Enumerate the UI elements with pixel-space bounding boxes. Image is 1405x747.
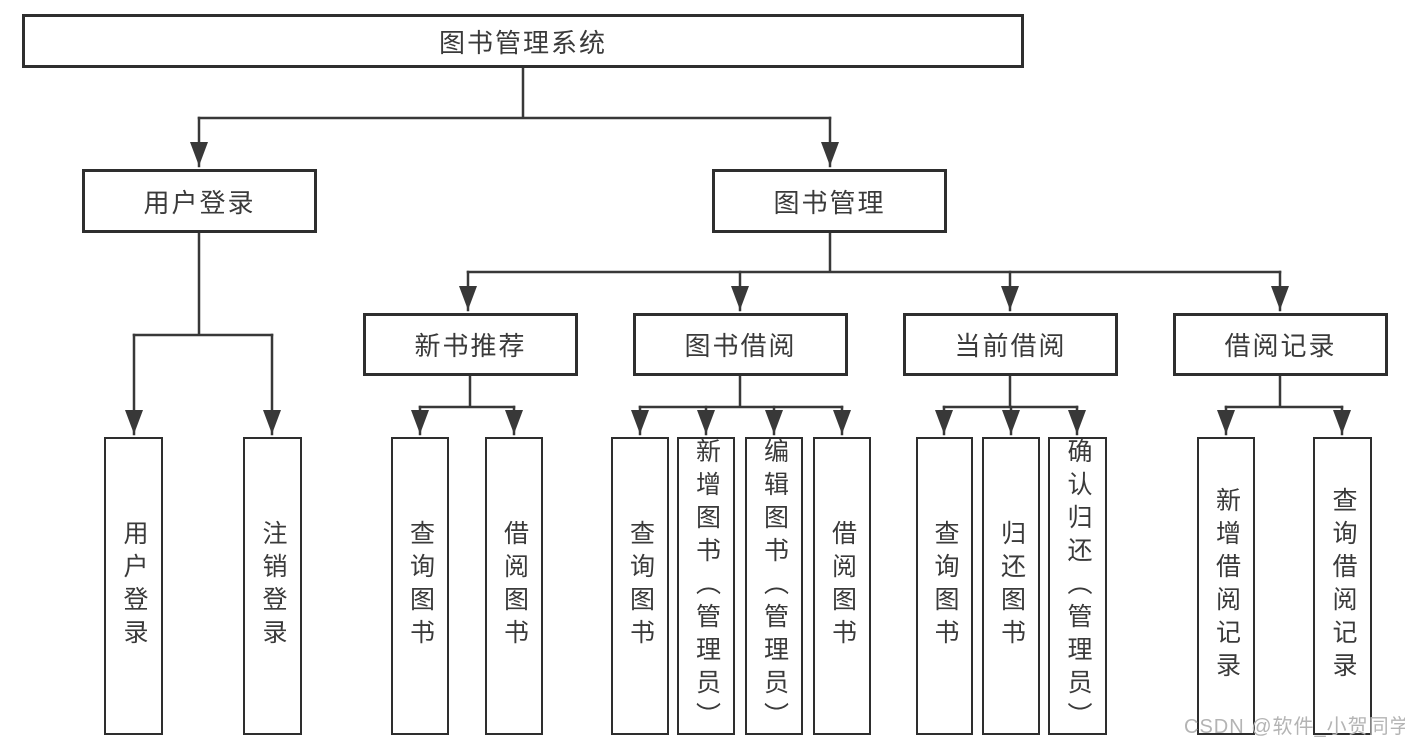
node-label: 新增借阅记录 [1212,487,1241,685]
node-current-borrowing: 当前借阅 [903,313,1118,376]
leaf-borrow-books-recommendation: 借阅图书 [485,437,543,735]
node-book-borrowing: 图书借阅 [633,313,848,376]
node-label: 查询借阅记录 [1329,487,1357,685]
node-label: 图书借阅 [684,331,797,361]
node-label: 查询图书 [406,520,435,652]
node-label: 用户登录 [143,187,256,218]
node-label: 编辑图书（管理员） [760,437,789,735]
node-label: 注销登录 [259,520,287,652]
leaf-edit-book-admin: 编辑图书（管理员） [745,437,803,735]
node-label: 新书推荐 [414,331,527,361]
leaf-user-login: 用户登录 [104,437,163,735]
node-borrowing-records: 借阅记录 [1173,313,1388,376]
node-book-management: 图书管理 [712,169,947,233]
leaf-query-books-recommendation: 查询图书 [391,437,449,735]
node-label: 用户登录 [120,520,148,652]
leaf-query-books-borrowing: 查询图书 [611,437,669,735]
node-label: 借阅记录 [1224,331,1337,361]
node-label: 借阅图书 [828,520,857,652]
leaf-add-borrow-record: 新增借阅记录 [1197,437,1255,735]
leaf-borrow-books-borrowing: 借阅图书 [813,437,871,735]
node-label: 图书管理 [773,187,886,218]
node-new-book-recommendation: 新书推荐 [363,313,578,376]
node-label: 新增图书（管理员） [692,437,721,735]
node-user-login: 用户登录 [82,169,317,233]
leaf-query-borrow-record: 查询借阅记录 [1313,437,1372,735]
leaf-add-book-admin: 新增图书（管理员） [677,437,735,735]
node-label: 查询图书 [931,520,959,652]
node-label: 图书管理系统 [438,27,607,58]
leaf-return-books: 归还图书 [982,437,1040,735]
node-label: 确认归还（管理员） [1064,437,1092,735]
leaf-logout: 注销登录 [243,437,302,735]
leaf-query-books-current: 查询图书 [916,437,973,735]
watermark: CSDN @软件_小贺同学 [1184,716,1405,738]
node-label: 归还图书 [997,520,1026,652]
node-library-management-system: 图书管理系统 [22,14,1024,68]
node-label: 当前借阅 [954,331,1067,361]
leaf-confirm-return-admin: 确认归还（管理员） [1048,437,1107,735]
node-label: 借阅图书 [500,520,529,652]
node-label: 查询图书 [626,520,655,652]
